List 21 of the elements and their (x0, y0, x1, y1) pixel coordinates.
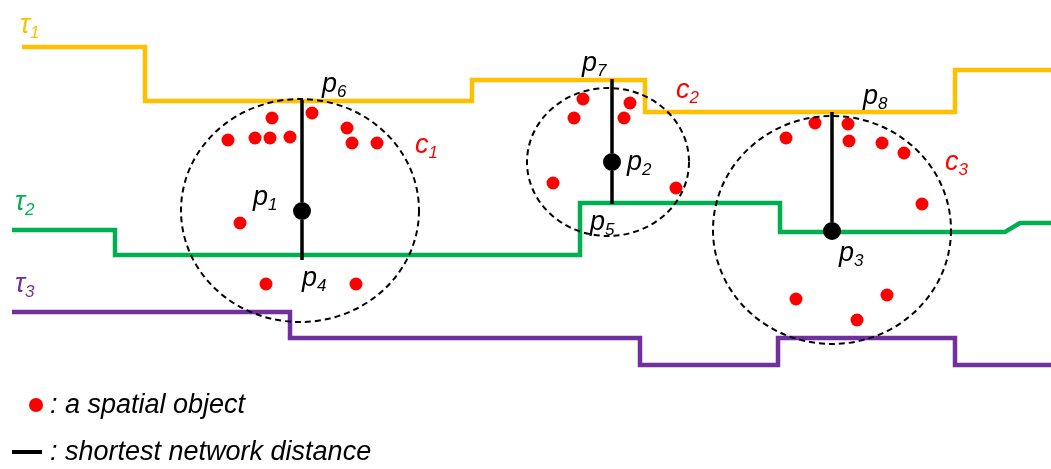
trajectory-label: τ$_{2}$ (15, 185, 35, 217)
point-label: p$_{5}$ (588, 204, 628, 238)
distance-line (610, 79, 614, 153)
distance-line (830, 112, 834, 222)
cluster-label: c$_{2}$ (676, 73, 699, 105)
point-label: p$_{2}$ (627, 145, 652, 177)
point-label: p$_{1}$ (253, 180, 278, 212)
point-label: p$_{7}$ (580, 45, 620, 79)
legend-text: : a spatial object (50, 388, 246, 420)
distance-line (300, 100, 304, 202)
distance-line (610, 171, 614, 204)
cluster-label: c$_{3}$ (945, 145, 968, 177)
distance-line (300, 220, 304, 260)
point-label: p$_{4}$ (296, 260, 336, 294)
point-label: p$_{6}$ (296, 66, 354, 100)
legend-text: : shortest network distance (50, 435, 372, 467)
point-label: p$_{3}$ (839, 236, 864, 268)
trajectory-label: τ$_{1}$ (20, 8, 40, 40)
point-label: p$_{8}$ (829, 78, 897, 112)
cluster-label: c$_{1}$ (415, 128, 438, 160)
trajectory-label: τ$_{3}$ (15, 267, 35, 299)
